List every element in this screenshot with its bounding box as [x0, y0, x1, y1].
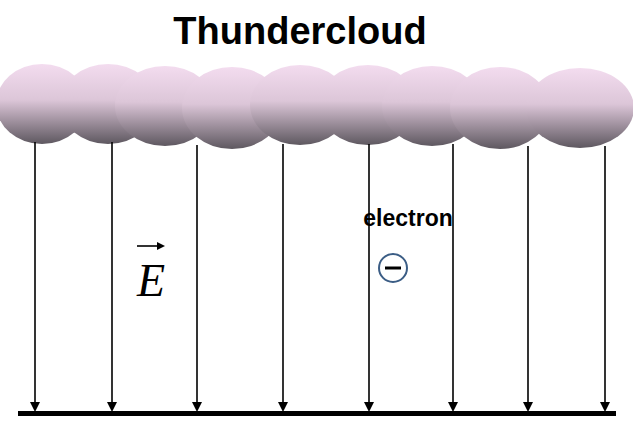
electron-label: electron — [363, 205, 452, 232]
ground-line — [18, 411, 616, 416]
electron-symbol — [379, 254, 407, 282]
vector-arrow — [137, 242, 165, 250]
diagram-title: Thundercloud — [173, 10, 426, 53]
field-lines — [35, 142, 605, 410]
field-symbol: E — [137, 254, 165, 307]
thundercloud-shape — [0, 64, 633, 149]
